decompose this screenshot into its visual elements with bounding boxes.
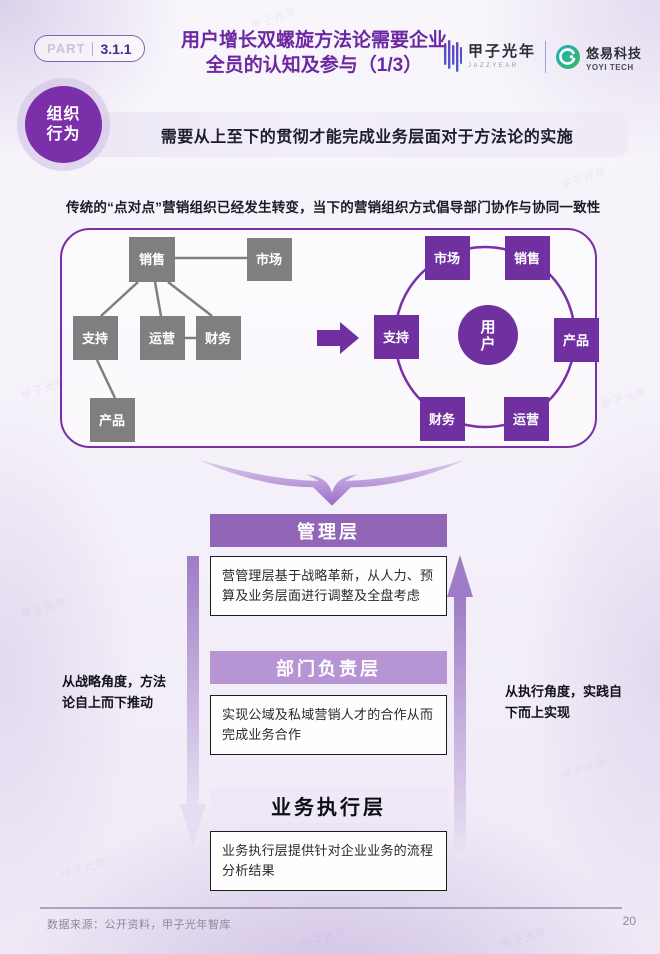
- right-node-product: 产品: [563, 333, 589, 348]
- page-title: 用户增长双螺旋方法论需要企业全员的认知及参与（1/3）: [180, 30, 447, 77]
- left-org-nodes: 销售 市场 支持 运营 财务 产品: [73, 237, 292, 442]
- jazzyear-sub: JAZZYEAR: [467, 63, 519, 69]
- layer-desc-execution: 业务执行层提供针对企业业务的流程分析结果: [210, 831, 447, 892]
- transition-arrow-icon: [317, 322, 359, 354]
- footer-divider: [40, 907, 622, 909]
- watermark: 甲子光年: [559, 755, 609, 783]
- left-node-support: 支持: [81, 331, 108, 346]
- user-label-line1: 用: [480, 319, 495, 336]
- right-node-ops: 运营: [513, 412, 539, 427]
- right-node-market: 市场: [434, 251, 460, 266]
- watermark: 甲子光年: [19, 595, 69, 623]
- left-node-market: 市场: [256, 252, 282, 267]
- yoyi-name: 悠易科技: [585, 45, 642, 61]
- bottom-up-arrow-icon: [447, 555, 473, 858]
- section-header-bar: 需要从上至下的贯彻才能完成业务层面对于方法论的实施: [48, 112, 628, 157]
- right-node-sales: 销售: [514, 251, 540, 266]
- strategy-side-label: 从战略角度，方法论自上而下推动: [62, 674, 167, 710]
- part-badge: PART 3.1.1: [34, 35, 145, 62]
- jazzyear-name: 甲子光年: [467, 43, 536, 60]
- page-number: 20: [622, 914, 636, 928]
- part-label: PART: [47, 41, 86, 56]
- yoyi-logo: 悠易科技 YOYI TECH: [555, 43, 642, 72]
- brand-logos: 甲子光年 JAZZYEAR 悠易科技 YOYI TECH: [443, 40, 642, 74]
- layer-title-execution: 业务执行层: [210, 787, 447, 823]
- left-node-product: 产品: [99, 413, 125, 428]
- section-badge-line1: 组织: [46, 105, 81, 123]
- section-badge-line2: 行为: [46, 125, 81, 143]
- right-org-nodes: 市场 销售 支持 产品 财务 运营: [374, 236, 599, 441]
- layer-title-department: 部门负责层: [210, 651, 447, 684]
- org-diagram: 销售 市场 支持 运营 财务 产品 市场 销售: [60, 228, 599, 448]
- user-label-line2: 户: [480, 335, 495, 353]
- logo-divider: [544, 41, 546, 73]
- data-source-note: 数据来源：公开资料，甲子光年智库: [47, 919, 231, 931]
- funnel-down-arrow-icon: [198, 459, 466, 506]
- section-header-text: 需要从上至下的贯彻才能完成业务层面对于方法论的实施: [160, 128, 574, 146]
- left-node-ops: 运营: [149, 331, 175, 346]
- jazzyear-bars-icon: [443, 40, 462, 72]
- watermark: 甲子光年: [499, 925, 549, 953]
- yoyi-sub: YOYI TECH: [585, 62, 634, 72]
- jazzyear-logo: 甲子光年 JAZZYEAR: [443, 40, 536, 74]
- execution-side-label: 从执行角度，实践自下而上实现: [505, 684, 623, 720]
- watermark: 甲子光年: [559, 165, 609, 193]
- layer-desc-department: 实现公域及私域营销人才的合作从而完成业务合作: [210, 695, 447, 756]
- watermark: 甲子光年: [299, 925, 349, 953]
- part-number: 3.1.1: [100, 40, 132, 57]
- top-down-arrow-icon: [180, 556, 206, 846]
- section-badge: 组织 行为: [25, 86, 102, 163]
- yoyi-circle-icon: [555, 45, 580, 69]
- watermark: 甲子光年: [599, 385, 649, 413]
- left-node-sales: 销售: [139, 252, 165, 267]
- right-node-support: 支持: [382, 330, 409, 345]
- org-diagram-canvas: 销售 市场 支持 运营 财务 产品 市场 销售: [73, 236, 599, 442]
- part-divider: [92, 41, 94, 56]
- user-circle: [458, 305, 518, 365]
- layer-title-management: 管理层: [210, 514, 447, 547]
- left-node-finance: 财务: [205, 331, 232, 346]
- left-org-connectors: [95, 256, 247, 399]
- watermark: 甲子光年: [59, 855, 109, 883]
- right-node-finance: 财务: [429, 412, 456, 427]
- layer-desc-management: 营管理层基于战略革新，从人力、预算及业务层面进行调整及全盘考虑: [210, 556, 447, 617]
- section-subtitle: 传统的“点对点”营销组织已经发生转变，当下的营销组织方式倡导部门协作与协同一致性: [66, 200, 601, 215]
